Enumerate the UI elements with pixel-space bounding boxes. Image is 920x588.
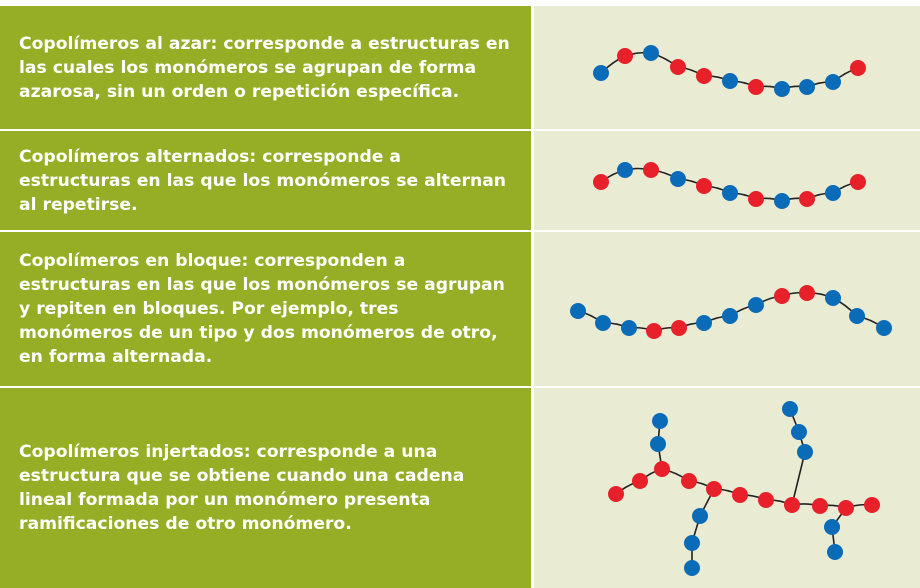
blue-monomer [825,185,841,201]
blue-monomer [643,45,659,61]
blue-monomer [825,74,841,90]
blue-monomer [684,535,700,551]
red-monomer [617,48,633,64]
blue-monomer [774,193,790,209]
red-monomer [646,323,662,339]
red-monomer [654,461,670,477]
red-monomer [838,500,854,516]
blue-monomer [722,308,738,324]
figure-cell [534,388,920,588]
red-monomer [784,497,800,513]
figure-cell [534,131,920,230]
red-monomer [632,473,648,489]
row-text: Copolímeros injertados: corresponde a un… [19,440,517,536]
term: Copolímeros injertados: [19,442,251,462]
blue-monomer [593,65,609,81]
row-alternating-copolymer: Copolímeros alternados: corresponde a es… [0,131,920,230]
red-monomer [850,60,866,76]
blue-monomer [797,444,813,460]
blue-monomer [570,303,586,319]
red-monomer [681,473,697,489]
figure-cell [534,232,920,386]
row-block-copolymer: Copolímeros en bloque: corresponden a es… [0,232,920,386]
blue-monomer [652,413,668,429]
row-text: Copolímeros en bloque: corresponden a es… [19,249,517,369]
description: corresponden a estructuras en las que lo… [19,251,505,367]
red-monomer [748,191,764,207]
block-copolymer-chain [570,285,892,339]
blue-monomer [876,320,892,336]
blue-monomer [849,308,865,324]
blue-monomer [782,401,798,417]
text-cell: Copolímeros en bloque: corresponden a es… [0,232,531,386]
red-monomer [850,174,866,190]
blue-monomer [595,315,611,331]
blue-monomer [774,81,790,97]
blue-monomer [722,185,738,201]
blue-monomer [825,290,841,306]
red-monomer [748,79,764,95]
blue-monomer [617,162,633,178]
term: Copolímeros en bloque: [19,251,249,271]
row-graft-copolymer: Copolímeros injertados: corresponde a un… [0,388,920,588]
term: Copolímeros alternados: [19,146,257,167]
alternating-copolymer-chain [593,162,866,209]
blue-monomer [799,79,815,95]
red-monomer [643,162,659,178]
description: corresponde a estructuras en las cuales … [19,33,510,102]
blue-monomer [621,320,637,336]
blue-monomer [824,519,840,535]
row-text: Copolímeros al azar: corresponde a estru… [19,32,517,104]
red-monomer [696,178,712,194]
red-monomer [864,497,880,513]
blue-monomer [650,436,666,452]
term: Copolímeros al azar: [19,33,218,54]
graft-copolymer-chain [608,401,880,576]
blue-monomer [827,544,843,560]
text-cell: Copolímeros alternados: corresponde a es… [0,131,531,230]
red-monomer [706,481,722,497]
red-monomer [799,285,815,301]
description: corresponde a estructuras en las que los… [19,146,507,215]
red-monomer [758,492,774,508]
top-border [0,0,920,6]
description: corresponde a una estructura que se obti… [19,442,465,534]
row-text: Copolímeros alternados: corresponde a es… [19,145,517,217]
red-monomer [812,498,828,514]
blue-monomer [692,508,708,524]
red-monomer [671,320,687,336]
blue-monomer [722,73,738,89]
row-random-copolymer: Copolímeros al azar: corresponde a estru… [0,6,920,129]
red-monomer [696,68,712,84]
red-monomer [732,487,748,503]
blue-monomer [684,560,700,576]
random-copolymer-chain [593,45,866,97]
blue-monomer [696,315,712,331]
red-monomer [670,59,686,75]
blue-monomer [670,171,686,187]
red-monomer [799,191,815,207]
figure-cell [534,6,920,129]
text-cell: Copolímeros al azar: corresponde a estru… [0,6,531,129]
red-monomer [608,486,624,502]
blue-monomer [748,297,764,313]
red-monomer [593,174,609,190]
branch-bond [791,451,806,506]
blue-monomer [791,424,807,440]
red-monomer [774,288,790,304]
text-cell: Copolímeros injertados: corresponde a un… [0,388,531,588]
